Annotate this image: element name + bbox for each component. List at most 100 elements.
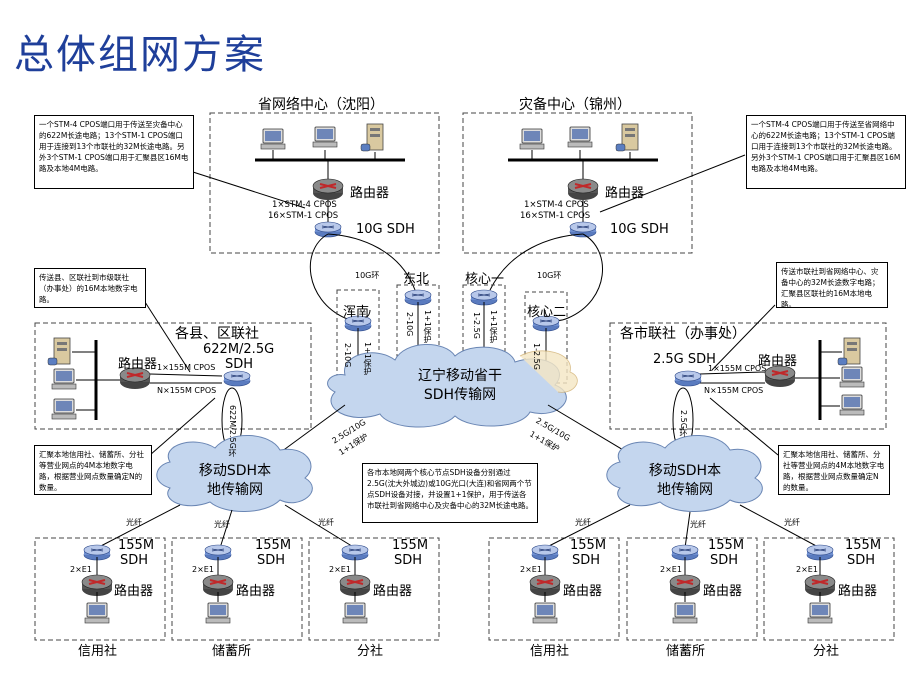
page-title: 总体组网方案: [14, 32, 266, 78]
router-label: 路由器: [758, 354, 798, 369]
fiber-label: 光纤: [126, 518, 142, 527]
laptop-icon: [839, 394, 865, 416]
stm1-label: 16×STM-1 CPOS: [520, 211, 591, 221]
note-local-right: 汇聚本地信用社、储蓄所、分社等营业网点的4M本地数字电路，根据营业网点数量确定N…: [778, 445, 890, 495]
cpos-1x155-label: 1×155M CPOS: [708, 364, 767, 373]
city-box: [609, 322, 887, 430]
m155-label: 155M: [845, 538, 882, 553]
credit-site-box-right: [488, 537, 620, 641]
node-core2-label: 核心二: [527, 305, 567, 320]
backbone-cloud: [327, 344, 567, 428]
note-core-interconnect: 各市本地网两个核心节点SDH设备分别通过2.5G(沈大外城边)或10G光口(大连…: [362, 463, 538, 523]
e1-label: 2×E1: [520, 565, 542, 574]
router-icon: [312, 178, 344, 201]
e1-label: 2×E1: [70, 565, 92, 574]
laptop-icon: [260, 128, 286, 150]
backbone-line2: SDH传输网: [423, 387, 497, 403]
local-line1: 移动SDH本: [198, 463, 272, 479]
server-icon: [360, 123, 384, 152]
link-label: 1+1保护: [489, 310, 498, 343]
m155-label: 155M: [570, 538, 607, 553]
ring-622-label: 622M/2.5G环: [228, 405, 237, 457]
link-label: 1-2.5G: [472, 312, 481, 339]
m155-label: 155M: [118, 538, 155, 553]
jinzhou-center-box: [462, 112, 693, 254]
desktop-icon: [672, 602, 698, 624]
site-savings-label: 储蓄所: [212, 644, 252, 659]
site-credit-label: 信用社: [530, 644, 570, 659]
router-label: 路由器: [118, 357, 158, 372]
local-cloud-left-label: 移动SDH本 地传输网: [185, 462, 285, 500]
router-label: 路由器: [605, 186, 645, 201]
sdh-label: SDH: [572, 553, 601, 568]
sdh-label: SDH: [120, 553, 149, 568]
ring-25g-label: 2.5G环: [679, 410, 688, 437]
ring-10g-label: 10G环: [537, 271, 562, 280]
m155-label: 155M: [708, 538, 745, 553]
core1-node-box: [462, 284, 506, 368]
sdh-label: SDH: [257, 553, 286, 568]
link-label: 1+1保护: [363, 342, 372, 375]
e1-label: 2×E1: [660, 565, 682, 574]
site-branch-label: 分社: [357, 644, 384, 659]
router-label: 路由器: [373, 584, 413, 599]
link-label: 1+1保护: [423, 310, 432, 343]
m155-label: 155M: [255, 538, 292, 553]
city-label: 各市联社（办事处）: [620, 326, 746, 342]
node-hunnan-label: 浑南: [343, 305, 370, 320]
sdh-10g-label: 10G SDH: [610, 222, 669, 237]
local-line2: 地传输网: [657, 482, 713, 498]
server-icon: [47, 337, 71, 366]
branch-site-box-left: [308, 537, 440, 641]
fiber-label: 光纤: [318, 518, 334, 527]
desktop-icon: [532, 602, 558, 624]
local-cloud-right: [606, 435, 763, 512]
desktop-icon: [84, 602, 110, 624]
router-label: 路由器: [563, 584, 603, 599]
backbone-cloud-label: 辽宁移动省干 SDH传输网: [395, 367, 525, 405]
sdh-622-label: 622M/2.5G: [203, 342, 275, 357]
stm4-label: 1×STM-4 CPOS: [524, 200, 589, 210]
router-label: 路由器: [838, 584, 878, 599]
sdh-label: SDH: [710, 553, 739, 568]
backbone-line1: 辽宁移动省干: [418, 368, 502, 384]
link-label: 2-10G: [343, 343, 352, 368]
desktop-icon: [567, 126, 593, 148]
sdh-icon: [674, 370, 702, 387]
note-shenyang: 一个STM-4 CPOS端口用于传送至灾备中心的622M长途电路；13个STM-…: [34, 115, 194, 189]
desktop-icon: [205, 602, 231, 624]
cpos-nx155-label: N×155M CPOS: [157, 386, 217, 395]
savings-site-box-right: [626, 537, 758, 641]
desktop-icon: [51, 368, 77, 390]
cpos-nx155-label: N×155M CPOS: [704, 386, 764, 395]
e1-label: 2×E1: [192, 565, 214, 574]
county-label: 各县、区联社: [175, 326, 259, 342]
desktop-icon: [312, 126, 338, 148]
e1-label: 2×E1: [796, 565, 818, 574]
note-local-left: 汇聚本地信用社、储蓄所、分社等营业网点的4M本地数字电路，根据营业网点数量确定N…: [34, 445, 152, 495]
jinzhou-center-label: 灾备中心（锦州）: [519, 97, 631, 113]
laptop-icon: [519, 128, 545, 150]
branch-site-box-right: [763, 537, 895, 641]
local-cloud-right-label: 移动SDH本 地传输网: [635, 462, 735, 500]
fiber-label: 光纤: [575, 518, 591, 527]
link-label: 2-10G: [405, 312, 414, 337]
router-label: 路由器: [114, 584, 154, 599]
desktop-icon: [342, 602, 368, 624]
fiber-label: 光纤: [784, 518, 800, 527]
link-label: 1-2.5G: [532, 343, 541, 370]
sdh-label: SDH: [847, 553, 876, 568]
laptop-icon: [51, 398, 77, 420]
m155-label: 155M: [392, 538, 429, 553]
server-icon: [615, 123, 639, 152]
router-icon: [764, 365, 796, 388]
local-line2: 地传输网: [207, 482, 263, 498]
county-box: [34, 322, 312, 430]
note-county-link: 传送县、区联社到市级联社（办事处）的16M本地数字电路。: [34, 268, 146, 308]
site-savings-label: 储蓄所: [666, 644, 706, 659]
sdh-25g-label: 2.5G SDH: [653, 352, 716, 367]
local-cloud-left: [156, 435, 313, 512]
fiber-label: 光纤: [690, 520, 706, 529]
sdh-icon: [223, 370, 251, 387]
